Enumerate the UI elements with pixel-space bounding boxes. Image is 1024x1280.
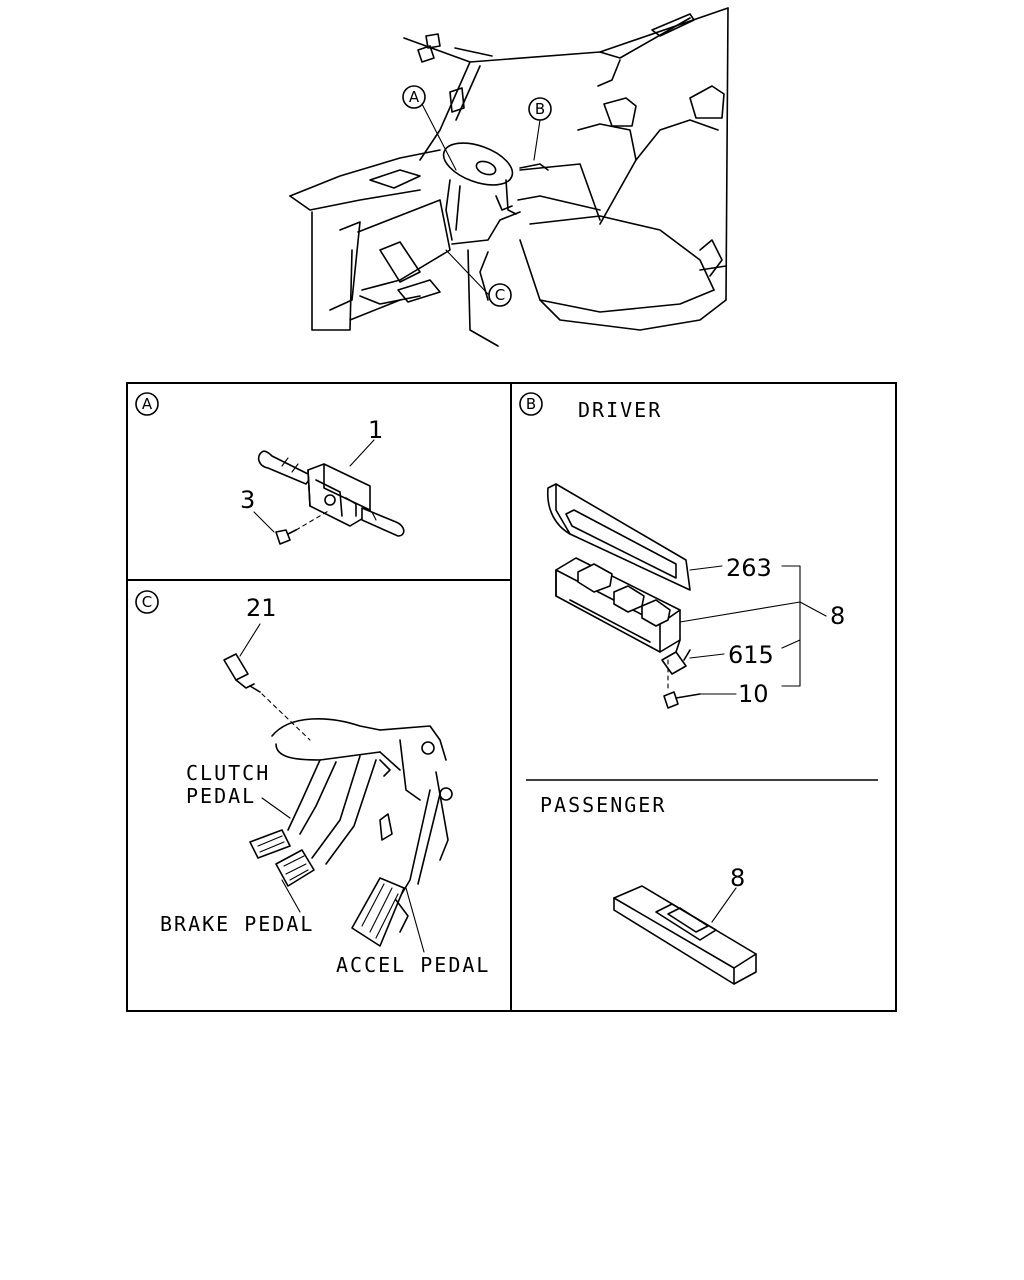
detail-frame — [126, 382, 897, 1012]
part-number-10: 10 — [738, 680, 769, 708]
part-21-leader — [239, 623, 261, 657]
svg-text:B: B — [535, 100, 545, 118]
clutch-pedal-label-line1: CLUTCH — [186, 761, 270, 785]
svg-text:A: A — [142, 395, 153, 413]
accel-pedal-leader — [405, 887, 425, 953]
part-3-leader — [253, 511, 275, 533]
panel-c-label: C — [135, 590, 159, 614]
part-263-leader — [689, 565, 723, 571]
brake-pedal-leader — [281, 879, 301, 913]
part-number-21: 21 — [246, 594, 277, 622]
brake-pedal-label: BRAKE PEDAL — [160, 912, 314, 936]
clutch-pedal-label-line2: PEDAL — [186, 784, 256, 808]
driver-heading: DRIVER — [578, 398, 662, 422]
combination-switch-illustration — [257, 450, 405, 545]
panel-b-label: B — [519, 392, 543, 416]
svg-text:C: C — [495, 286, 505, 304]
passenger-heading: PASSENGER — [540, 793, 666, 817]
svg-text:B: B — [526, 395, 536, 413]
part-8-passenger-leader — [711, 887, 737, 923]
callout-c-marker: C — [488, 283, 512, 307]
part-number-8-passenger: 8 — [730, 864, 745, 892]
part-8-bracket — [679, 565, 827, 687]
part-number-263: 263 — [726, 554, 772, 582]
svg-text:A: A — [409, 88, 420, 106]
passenger-window-switch-illustration — [613, 885, 757, 985]
panel-a-label: A — [135, 392, 159, 416]
part-number-1: 1 — [368, 416, 383, 444]
driver-window-switch-illustration — [546, 483, 701, 709]
part-number-8-driver: 8 — [830, 602, 845, 630]
callout-a-marker: A — [402, 85, 426, 109]
part-number-3: 3 — [240, 486, 255, 514]
clutch-pedal-leader — [261, 797, 291, 819]
part-615-leader — [689, 653, 725, 659]
accel-pedal-label: ACCEL PEDAL — [336, 953, 490, 977]
svg-text:C: C — [142, 593, 152, 611]
cab-overview-illustration — [289, 7, 729, 347]
pedal-assembly-illustration — [223, 653, 453, 947]
part-number-615: 615 — [728, 641, 774, 669]
part-1-leader — [349, 439, 375, 467]
callout-b-marker: B — [528, 97, 552, 121]
